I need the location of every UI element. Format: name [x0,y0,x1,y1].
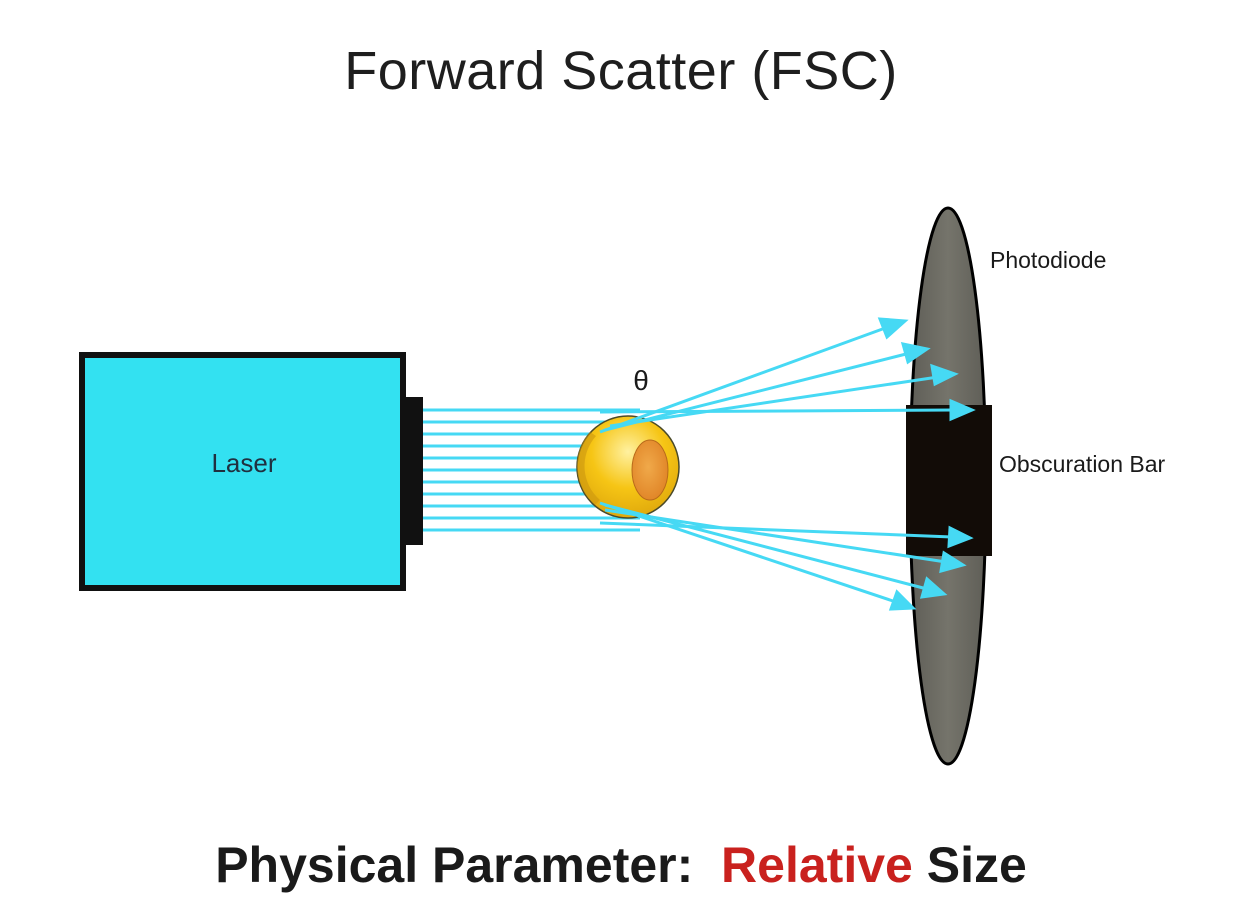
laser-label: Laser [211,448,276,478]
physical-parameter-caption: Physical Parameter: Relative Size [0,836,1242,894]
angle-theta-label: θ [633,365,649,396]
particle-shadow [576,432,600,505]
caption-highlight: Relative [721,837,913,893]
photodiode-label: Photodiode [990,247,1106,273]
particle-nucleus [631,439,669,501]
page-title: Forward Scatter (FSC) [344,41,898,101]
caption-suffix: Size [912,837,1027,893]
obscuration-bar-label: Obscuration Bar [999,451,1166,477]
caption-prefix: Physical Parameter: [215,837,722,893]
laser-aperture [403,397,423,545]
scatter-arrows [599,317,976,611]
